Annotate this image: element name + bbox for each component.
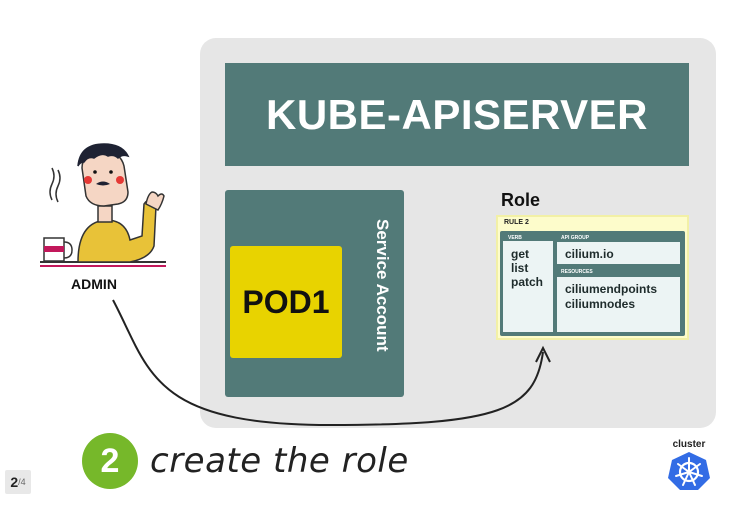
verb-item: list <box>511 261 529 275</box>
rule-label: RULE 2 <box>504 219 529 226</box>
page-total: /4 <box>18 477 26 487</box>
verb-item: patch <box>511 275 544 289</box>
pod1-box: POD1 <box>230 246 342 358</box>
admin-person-icon <box>40 143 166 267</box>
service-account-label-wrap: Service Account <box>356 190 408 380</box>
resource-item: ciliumendpoints <box>565 282 658 296</box>
step-caption: create the role <box>150 441 409 481</box>
verb-header: VERB <box>508 235 522 241</box>
api-group-value: cilium.io <box>565 247 614 261</box>
step-number-badge: 2 <box>82 433 138 489</box>
service-account-label: Service Account <box>373 218 392 352</box>
resources-header: RESOURCES <box>561 269 593 275</box>
verb-list: get list patch <box>511 247 543 289</box>
kube-apiserver-box: KUBE-APISERVER <box>225 63 689 166</box>
page-current: 2 <box>10 474 19 490</box>
resource-item: ciliumnodes <box>565 297 636 311</box>
cluster-label: cluster <box>672 439 706 450</box>
api-group-header: API GROUP <box>561 235 590 241</box>
api-group-panel <box>557 242 680 264</box>
kube-apiserver-title: KUBE-APISERVER <box>266 90 648 138</box>
pod1-label: POD1 <box>242 283 330 320</box>
admin-label: ADMIN <box>71 276 117 292</box>
verb-item: get <box>511 247 529 261</box>
role-title: Role <box>501 190 541 210</box>
kubernetes-helm-icon <box>668 452 710 490</box>
resources-list: ciliumendpoints ciliumnodes <box>565 282 657 312</box>
step-number: 2 <box>100 441 120 480</box>
resources-panel <box>557 277 680 332</box>
page-indicator[interactable]: 2/4 <box>5 470 31 494</box>
